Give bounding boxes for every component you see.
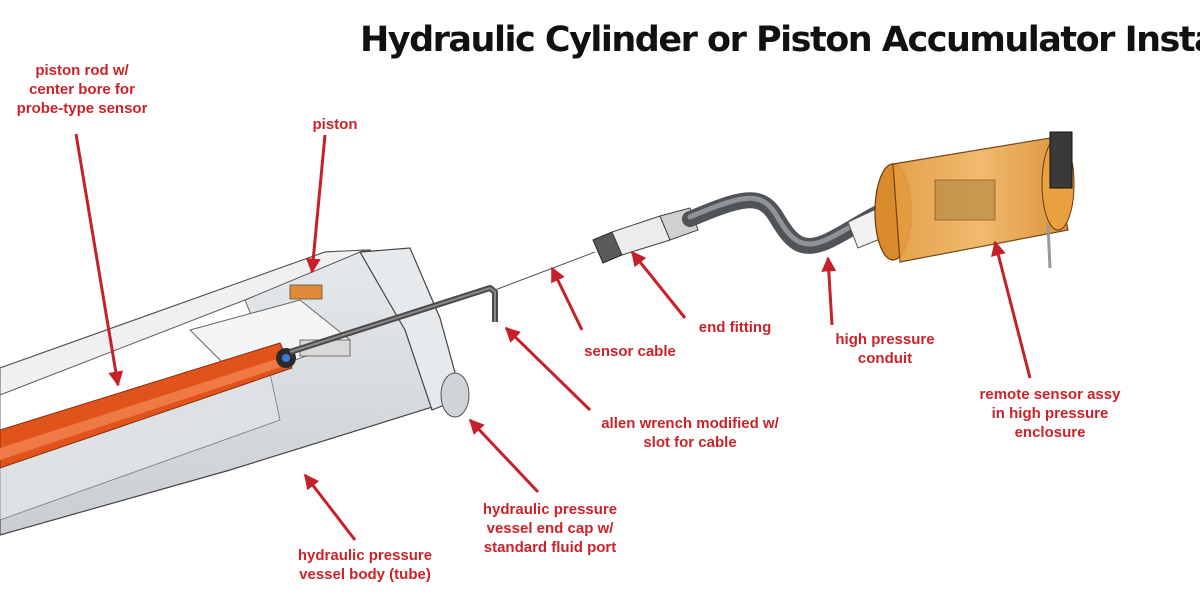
end-fitting [592, 207, 699, 264]
arrow-allen-wrench [504, 326, 592, 412]
label-sensor-cable: sensor cable [584, 343, 676, 360]
arrow-piston [305, 134, 327, 274]
label-end-fitting: end fitting [698, 319, 772, 336]
piston-rod [0, 342, 296, 469]
label-remote-sensor: remote sensor assy in high pressure encl… [979, 386, 1121, 441]
arrow-remote-sensor [991, 240, 1032, 379]
allen-wrench [289, 285, 498, 355]
label-piston: piston [312, 116, 358, 133]
label-piston-rod: piston rod w/ center bore for probe-type… [16, 62, 148, 117]
sensor-cable [494, 251, 596, 291]
arrow-end-fitting [630, 250, 687, 319]
arrow-end-cap [468, 418, 540, 494]
arrow-vessel-body [303, 473, 357, 541]
vessel-end-cap [359, 247, 470, 418]
arrow-high-pressure-conduit [821, 256, 837, 326]
remote-sensor-enclosure [874, 131, 1075, 269]
arrow-piston-rod [74, 133, 124, 387]
arrow-sensor-cable [550, 266, 584, 331]
diagram-title: Hydraulic Cylinder or Piston Accumulator… [360, 20, 1200, 60]
leader-arrows [74, 133, 1032, 541]
label-end-cap: hydraulic pressure vessel end cap w/ sta… [482, 501, 618, 556]
label-allen-wrench: allen wrench modified w/ slot for cable [601, 415, 779, 451]
label-vessel-body: hydraulic pressure vessel body (tube) [297, 547, 433, 583]
label-high-pressure-conduit: high pressure conduit [835, 331, 935, 367]
